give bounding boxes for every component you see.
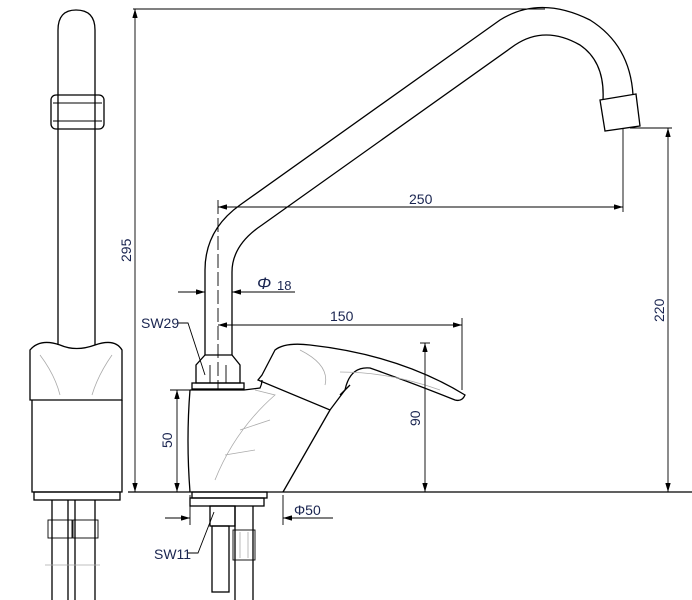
dim-handle-reach: 150 [330,308,354,324]
dim-spout-reach: 250 [409,191,433,207]
dim-total-height: 295 [118,238,134,262]
dim-spout-height: 220 [651,298,667,322]
label-sw11: SW11 [154,546,191,562]
spout [204,6,641,390]
dimension-lines [128,8,692,554]
dim-base-diameter: Φ50 [294,502,321,518]
hex-nut [191,354,245,390]
label-sw29: SW29 [141,315,179,331]
faucet-body [187,379,331,507]
lever-handle [256,343,466,411]
dim-handle-height: 90 [407,410,423,426]
diameter-symbol: Φ [257,274,271,293]
dim-pipe-diameter: 18 [277,278,291,293]
supply-connectors [209,505,256,600]
side-view [29,9,123,600]
dim-body-height: 50 [159,432,175,448]
